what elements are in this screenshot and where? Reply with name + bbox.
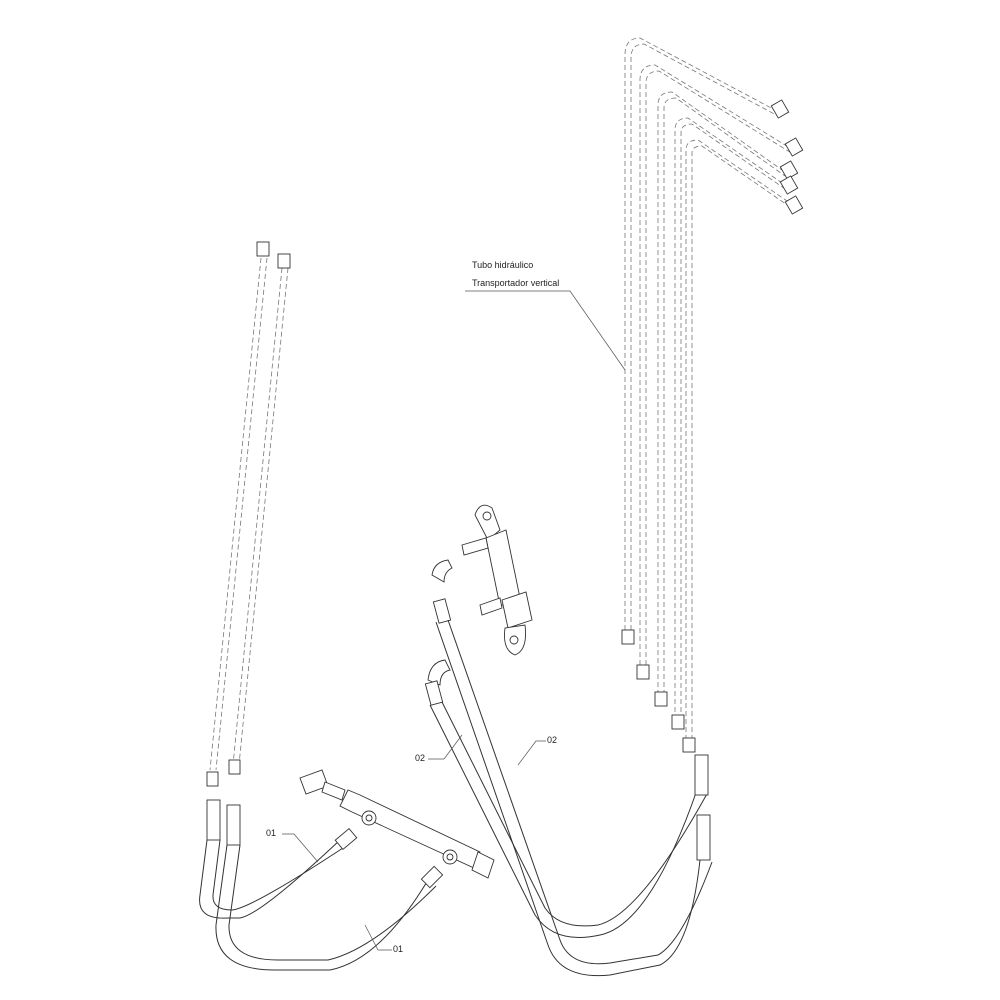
- hose-02-right: [431, 559, 713, 977]
- label-hose-02-right: 02: [547, 735, 558, 745]
- left-hydraulic-cylinder: [299, 769, 495, 879]
- hose-01-upper: [199, 799, 358, 919]
- leader-02-left: [428, 734, 463, 760]
- label-hose-01-upper: 01: [266, 828, 277, 838]
- pipe-fitting: [621, 629, 635, 645]
- pipe-fitting: [784, 195, 804, 215]
- hose-02-left: [424, 659, 709, 938]
- leader-01-upper: [282, 833, 319, 863]
- pipe-fitting: [779, 175, 799, 195]
- right-dashed-pipes: [621, 37, 804, 753]
- pipe-fitting: [277, 253, 291, 269]
- pipe-fitting: [779, 160, 799, 180]
- label-hose-01-lower: 01: [393, 944, 404, 954]
- callout-leader: [465, 290, 626, 371]
- callout-subtitle: Transportador vertical: [472, 278, 560, 288]
- pipe-fitting: [770, 99, 790, 119]
- pipe-fitting: [228, 759, 241, 775]
- callout-title: Tubo hidráulico: [472, 260, 534, 270]
- pipe-fitting: [256, 241, 270, 257]
- pipe-fitting: [636, 664, 650, 680]
- left-dashed-pipes: [206, 241, 291, 787]
- hose-01-lower: [215, 804, 444, 971]
- label-hose-02-left: 02: [415, 753, 426, 763]
- leader-01-lower: [364, 924, 392, 951]
- pipe-fitting: [654, 691, 668, 707]
- pipe-fitting: [206, 771, 219, 787]
- right-hydraulic-cylinder: [461, 504, 533, 656]
- pipe-fitting: [682, 737, 696, 753]
- pipe-fitting: [671, 714, 685, 730]
- leader-02-right: [517, 740, 546, 766]
- pipe-fitting: [784, 137, 804, 157]
